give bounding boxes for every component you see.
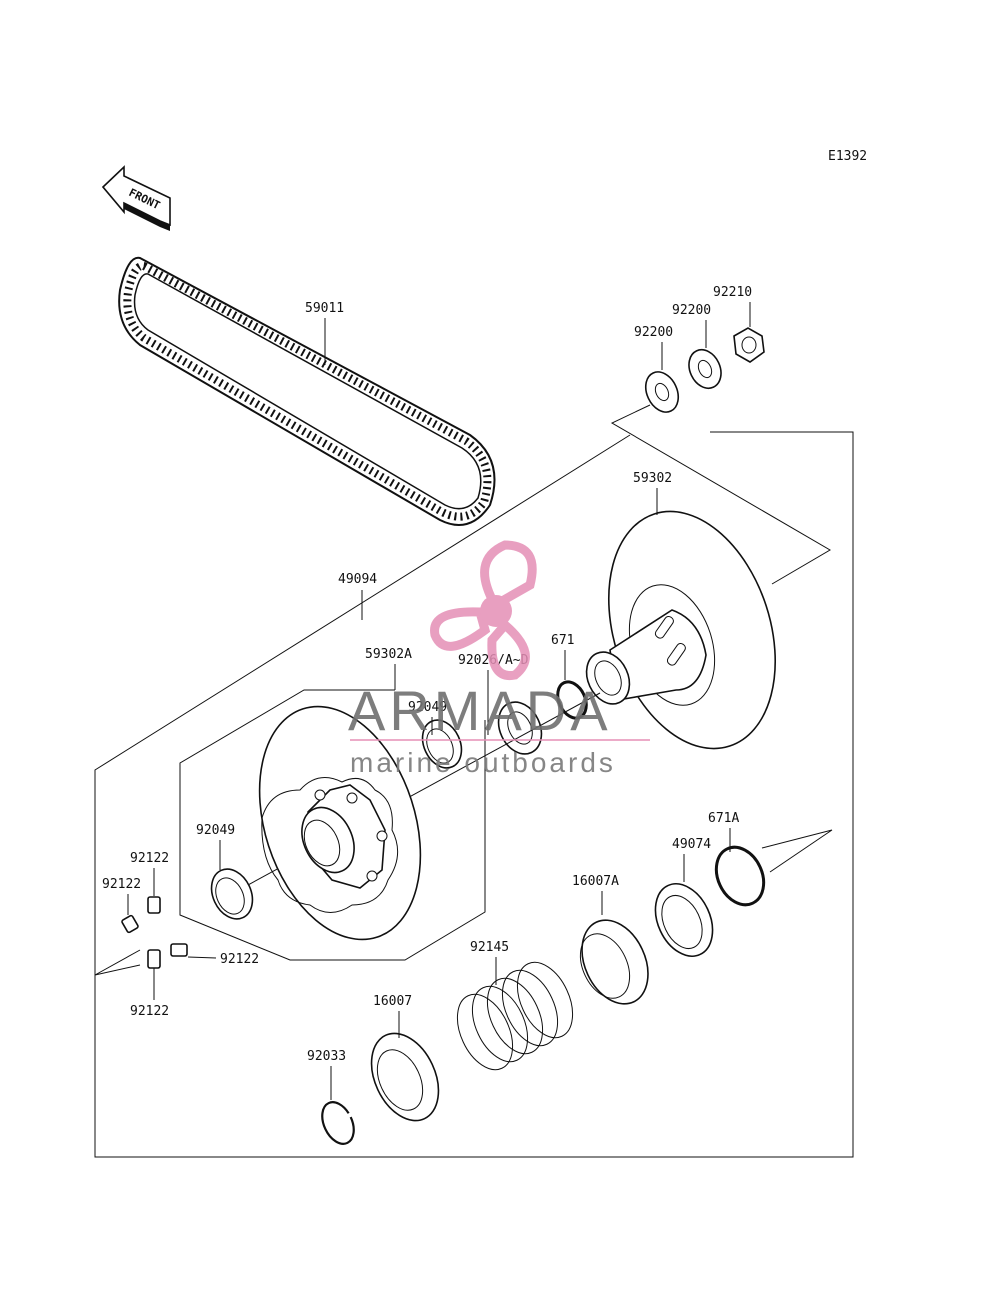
- spring-92145: [456, 961, 574, 1071]
- label-92200-a: 92200: [634, 325, 673, 340]
- label-671: 671: [551, 633, 574, 648]
- bracket-plugs: [94, 949, 141, 976]
- watermark-tagline: marine outboards: [350, 747, 616, 778]
- label-92200-b: 92200: [672, 303, 711, 318]
- snap-ring-92033: [321, 1101, 355, 1145]
- fixed-sheave-59302: [585, 510, 777, 750]
- label-92122-d: 92122: [130, 1004, 169, 1019]
- assembly-frame-49094: [94, 431, 854, 1158]
- label-59302A: 59302A: [365, 647, 412, 662]
- seal-49074: [654, 883, 714, 957]
- washer-92200-b: [688, 348, 722, 390]
- label-92049-b: 92049: [196, 823, 235, 838]
- label-92122-b: 92122: [102, 877, 141, 892]
- label-16007: 16007: [373, 994, 412, 1009]
- label-49074: 49074: [672, 837, 711, 852]
- label-16007A: 16007A: [572, 874, 619, 889]
- diagram-code: E1392: [828, 149, 867, 164]
- label-92145: 92145: [470, 940, 509, 955]
- drive-belt: [118, 256, 496, 526]
- label-59011: 59011: [305, 301, 344, 316]
- subframe-59302A: [179, 689, 486, 961]
- label-92033: 92033: [307, 1049, 346, 1064]
- watermark-logo-icon: [430, 540, 537, 681]
- label-92122-a: 92122: [130, 851, 169, 866]
- watermark-brand: ARMADA: [348, 679, 612, 742]
- bushing-92049-b: [210, 868, 254, 920]
- o-ring-671A: [714, 845, 766, 907]
- label-92210: 92210: [713, 285, 752, 300]
- bracket-washers: [610, 404, 831, 585]
- leader-92122-c: [187, 956, 217, 959]
- bracket-671A: [761, 829, 833, 873]
- label-59302: 59302: [633, 471, 672, 486]
- label-49094: 49094: [338, 572, 377, 587]
- plug-92122-b: [121, 914, 139, 934]
- shim-92026: [497, 701, 543, 755]
- o-ring-671: [556, 680, 588, 720]
- label-92049-a: 92049: [408, 700, 447, 715]
- plug-92122-d: [147, 949, 161, 969]
- nut-92210: [733, 327, 765, 363]
- spring-seat-16007A: [579, 919, 649, 1005]
- movable-sheave-59302A: [258, 705, 422, 941]
- plug-92122-a: [147, 896, 161, 914]
- washer-92200-a: [644, 371, 680, 413]
- label-92122-c: 92122: [220, 952, 259, 967]
- label-671A: 671A: [708, 811, 739, 826]
- front-arrow-icon: FRONT: [101, 165, 171, 231]
- plug-92122-c: [170, 943, 188, 957]
- spring-seat-16007: [370, 1032, 440, 1122]
